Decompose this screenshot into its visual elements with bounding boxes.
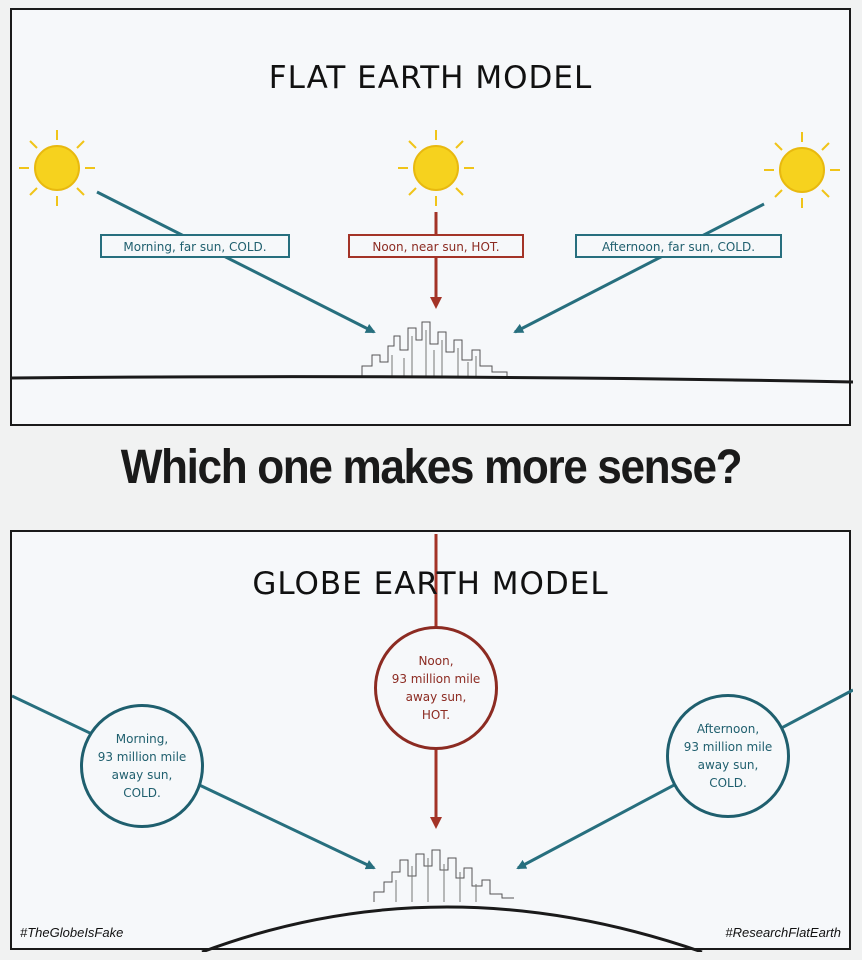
sun-icon — [19, 130, 95, 206]
flat-ground-line — [12, 375, 853, 384]
comparison-question: Which one makes more sense? — [120, 441, 743, 494]
globe-earth-title: GLOBE EARTH MODEL — [252, 566, 609, 602]
morning-line-4: COLD. — [123, 786, 161, 800]
globe-earth-panel: GLOBE EARTH MODEL Noon, 93 million mile … — [10, 530, 853, 952]
afternoon-line-4: COLD. — [709, 776, 747, 790]
noon-line-1: Noon, — [418, 654, 454, 668]
globe-curve — [201, 905, 703, 952]
flat-earth-illustration — [12, 130, 853, 384]
afternoon-ray — [513, 202, 765, 334]
morning-circle: Morning, 93 million mile away sun, COLD. — [80, 704, 204, 828]
noon-line-3: away sun, — [405, 690, 467, 704]
sun-icon — [398, 130, 474, 206]
morning-line-3: away sun, — [111, 768, 173, 782]
noon-line-2: 93 million mile — [391, 672, 481, 686]
noon-line-4: HOT. — [421, 708, 451, 722]
city-skyline-icon — [373, 849, 514, 902]
afternoon-label: Afternoon, far sun, COLD. — [575, 234, 782, 258]
morning-line-2: 93 million mile — [97, 750, 187, 764]
sun-icon — [764, 132, 840, 208]
hashtag-right: #ResearchFlatEarth — [725, 925, 841, 940]
city-skyline-icon — [361, 321, 508, 378]
afternoon-line-3: away sun, — [697, 758, 759, 772]
flat-earth-title: FLAT EARTH MODEL — [268, 60, 593, 96]
morning-line-1: Morning, — [115, 732, 169, 746]
noon-label: Noon, near sun, HOT. — [348, 234, 524, 258]
flat-earth-panel: FLAT EARTH MODEL — [10, 8, 853, 426]
noon-circle: Noon, 93 million mile away sun, HOT. — [374, 626, 498, 750]
morning-ray — [96, 190, 376, 334]
afternoon-circle: Afternoon, 93 million mile away sun, COL… — [666, 694, 790, 818]
hashtag-left: #TheGlobeIsFake — [20, 925, 124, 940]
afternoon-line-2: 93 million mile — [683, 740, 773, 754]
morning-label: Morning, far sun, COLD. — [100, 234, 290, 258]
afternoon-line-1: Afternoon, — [696, 722, 760, 736]
